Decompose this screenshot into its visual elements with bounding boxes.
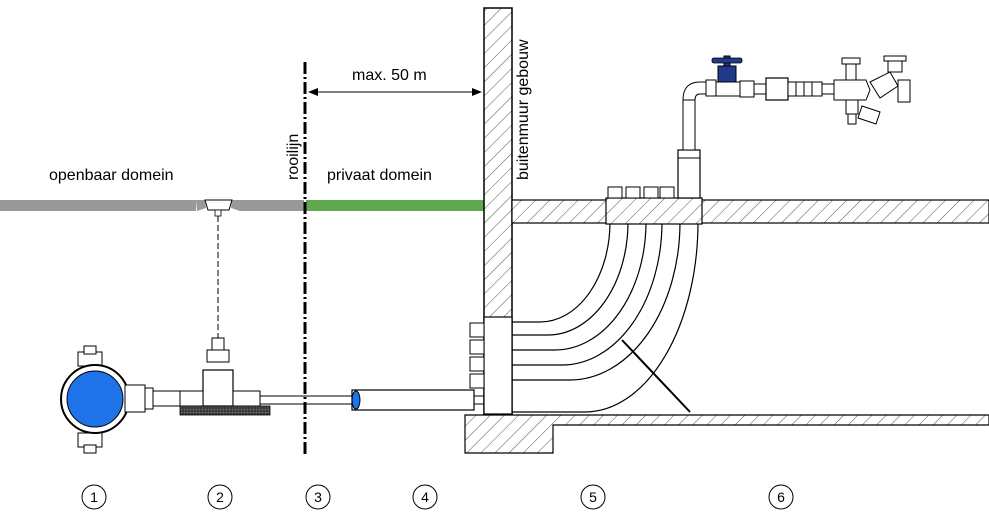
marker-2-number: 2 — [216, 489, 224, 505]
public-domain-label: openbaar domein — [49, 167, 174, 184]
marker-1-number: 1 — [90, 489, 98, 505]
marker-5: 5 — [580, 484, 606, 510]
private-ground-strip — [306, 200, 484, 211]
distance-dimension — [308, 88, 482, 96]
building-line-label: rooilijn — [285, 134, 302, 180]
conduit-bends — [512, 221, 699, 413]
marker-5-number: 5 — [589, 489, 597, 505]
marker-4-number: 4 — [421, 489, 429, 505]
wall-sleeve — [469, 316, 513, 415]
main-pipe — [60, 345, 181, 454]
public-ground-left — [0, 200, 196, 211]
meter-assembly — [677, 55, 911, 199]
marker-4: 4 — [412, 484, 438, 510]
floor-pass-through — [605, 186, 703, 225]
public-ground-right — [240, 200, 304, 211]
marker-3-number: 3 — [314, 489, 322, 505]
public-ground-strip — [0, 199, 304, 217]
street-box — [204, 199, 233, 211]
service-pipe — [260, 389, 484, 411]
valve-handle — [717, 65, 737, 83]
marker-3: 3 — [305, 484, 331, 510]
tapping-valve — [179, 216, 271, 416]
max-distance-label: max. 50 m — [352, 67, 427, 84]
marker-1: 1 — [81, 484, 107, 510]
private-domain-label: privaat domein — [327, 167, 432, 184]
outer-wall-label: buitenmuur gebouw — [515, 39, 532, 180]
marker-2: 2 — [207, 484, 233, 510]
marker-6-number: 6 — [777, 489, 785, 505]
marker-6: 6 — [768, 484, 794, 510]
foundation — [464, 414, 989, 454]
floor-slab — [511, 199, 989, 224]
